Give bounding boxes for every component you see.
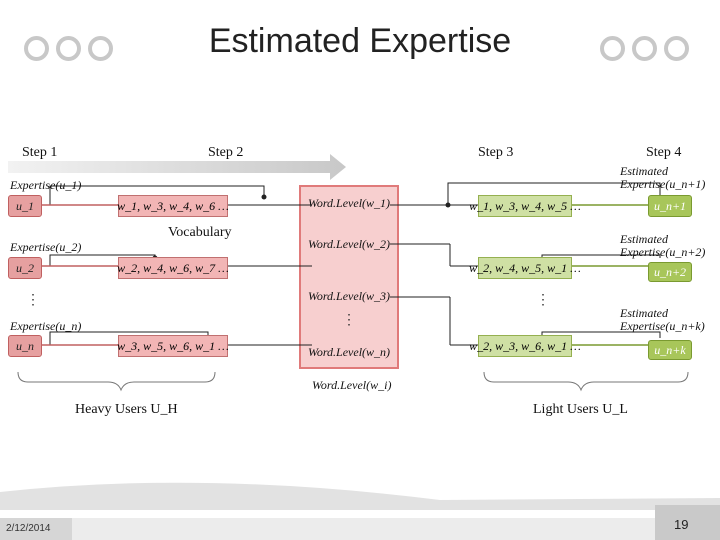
light-users-ellipsis: ⋮ (536, 293, 550, 308)
footer-date-tab (0, 518, 72, 540)
left-circle-decoration-3 (88, 36, 113, 61)
heavy-user-u2-words: w_2, w_4, w_6, w_7 … (117, 257, 229, 279)
left-circle-decoration-2 (56, 36, 81, 61)
slide-date: 2/12/2014 (6, 523, 51, 534)
light-users-label: Light Users U_L (533, 402, 628, 417)
footer-wave (0, 482, 720, 510)
heavy-user-un-words: w_3, w_5, w_6, w_1 … (117, 335, 229, 357)
slide-title: Estimated Expertise (208, 22, 512, 60)
step-1-label: Step 1 (22, 145, 58, 160)
left-circle-decoration-1 (24, 36, 49, 61)
heavy-users-brace (17, 371, 216, 392)
heavy-users-ellipsis: ⋮ (26, 293, 40, 308)
light-user-n2: u_n+2 (648, 262, 692, 282)
footer-bar (0, 518, 720, 540)
expertise-u1-label: Expertise(u_1) (10, 178, 82, 192)
right-circle-decoration-1 (600, 36, 625, 61)
estimated-expertise-n1-label: Estimated Expertise(u_n+1) (620, 164, 706, 191)
heavy-user-u1: u_1 (8, 195, 42, 217)
heavy-user-u2: u_2 (8, 257, 42, 279)
right-circle-decoration-2 (632, 36, 657, 61)
page-number: 19 (674, 517, 689, 532)
word-level-wi-label: Word.Level(w_i) (312, 378, 392, 392)
light-user-nk: u_n+k (648, 340, 692, 360)
light-user-nk-words: w_2, w_3, w_6, w_1 … (469, 335, 581, 357)
footer-page-tab (655, 505, 720, 540)
word-level-w2: Word.Level(w_2) (307, 237, 391, 251)
expertise-un-label: Expertise(u_n) (10, 319, 82, 333)
step-2-label: Step 2 (208, 145, 244, 160)
light-user-n1-words: w_1, w_3, w_4, w_5 … (469, 195, 581, 217)
estimated-expertise-nk-label: Estimated Expertise(u_n+k) (620, 306, 705, 333)
heavy-user-un: u_n (8, 335, 42, 357)
heavy-users-label: Heavy Users U_H (75, 402, 178, 417)
word-level-w3: Word.Level(w_3) (307, 289, 391, 303)
light-users-brace (483, 371, 689, 392)
step-4-label: Step 4 (646, 145, 682, 160)
vocabulary-label: Vocabulary (168, 225, 232, 240)
light-user-n2-words: w_2, w_4, w_5, w_1 … (469, 257, 581, 279)
word-level-wn: Word.Level(w_n) (307, 345, 391, 359)
expertise-u2-label: Expertise(u_2) (10, 240, 82, 254)
vocabulary-box (299, 185, 399, 369)
estimated-expertise-n2-label: Estimated Expertise(u_n+2) (620, 232, 706, 259)
word-level-w1: Word.Level(w_1) (307, 196, 391, 210)
heavy-user-u1-words: w_1, w_3, w_4, w_6 … (117, 195, 229, 217)
progress-arrow (8, 154, 346, 180)
vocabulary-ellipsis: ⋮ (342, 313, 356, 328)
step-3-label: Step 3 (478, 145, 514, 160)
light-user-n1: u_n+1 (648, 195, 692, 217)
right-circle-decoration-3 (664, 36, 689, 61)
